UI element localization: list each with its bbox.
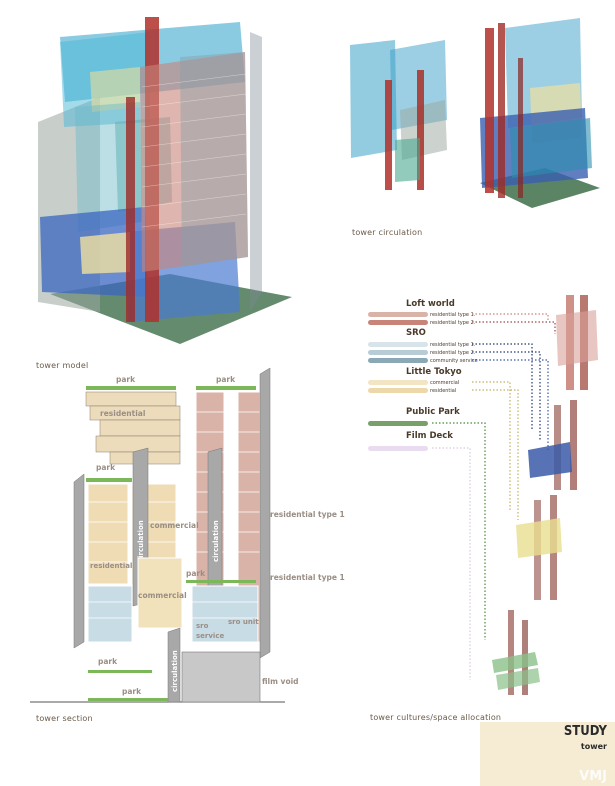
legend-title-public-park: Public Park [406, 407, 460, 417]
tower-model-render [38, 17, 292, 344]
section-label-residential: residential [100, 409, 145, 418]
section-label-park-top-right: park [216, 375, 236, 384]
caption-tower-section: tower section [36, 714, 93, 723]
tower-section-diagram: park residential park residential type 1… [30, 367, 345, 703]
tower-circulation-render-a [350, 40, 447, 190]
legend-title-loft-world: Loft world [406, 299, 455, 309]
section-label-park-top-left: park [116, 375, 136, 384]
legend-title-sro: SRO [406, 328, 426, 338]
section-label-commercial: commercial [150, 521, 199, 530]
section-label-commercial-2: commercial [138, 591, 187, 600]
section-label-residential-type1-b: residential type 1 [270, 573, 345, 582]
section-label-residential-left: residential [90, 562, 132, 570]
caption-tower-circulation: tower circulation [352, 228, 423, 237]
legend-sro-comm: community service [430, 358, 478, 364]
section-label-circulation-2: circulation [212, 520, 220, 562]
section-label-park-low1: park [98, 657, 118, 666]
study-title: STUDY [563, 724, 607, 739]
study-tag: STUDY tower VMJ [480, 722, 615, 786]
section-label-service: service [196, 632, 224, 640]
legend-lt-commercial: commercial [430, 380, 459, 386]
space-allocation-diagram: Loft world residential type 1. residenti… [368, 295, 598, 695]
legend-title-little-tokyo: Little Tokyo [406, 367, 462, 377]
section-label-circulation-3: circulation [171, 650, 179, 692]
legend-title-film-deck: Film Deck [406, 431, 453, 441]
section-label-sro-unit: sro unit [228, 618, 259, 626]
legend-lt-residential: residential [430, 388, 456, 394]
legend-sro-res1: residential type 1. [430, 342, 476, 348]
study-watermark: VMJ [579, 769, 607, 784]
section-label-park-mid: park [96, 463, 116, 472]
section-label-park-low2: park [122, 687, 142, 696]
section-label-residential-type1-a: residential type 1 [270, 510, 345, 519]
legend-loft-res1: residential type 1. [430, 312, 476, 318]
caption-tower-cultures: tower cultures/space allocation [370, 713, 502, 722]
study-subtitle: tower [580, 742, 607, 751]
tower-circulation-render-b [480, 18, 600, 208]
legend-loft-res2: residential type 2. [430, 320, 476, 326]
section-label-park-mid2: park [186, 569, 206, 578]
section-label-circulation-1: circulation [137, 520, 145, 562]
section-label-film-void: film void [262, 677, 299, 686]
caption-tower-model: tower model [36, 361, 89, 370]
legend-sro-res2: residential type 2. [430, 350, 476, 356]
section-label-sro: sro [196, 622, 209, 630]
